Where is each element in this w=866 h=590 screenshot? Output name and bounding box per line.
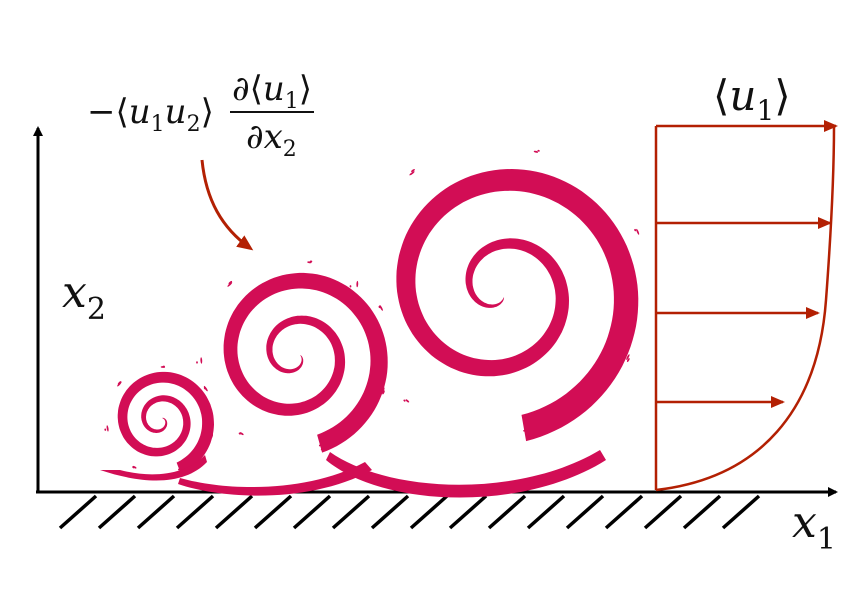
- gradient-denominator: ∂x2: [246, 117, 297, 162]
- hatch-line: [721, 494, 761, 530]
- profile-curve: [655, 125, 836, 492]
- vortex-fleck: [379, 305, 383, 311]
- vortex-fleck: [203, 387, 206, 390]
- hatch-line: [409, 494, 449, 530]
- hatch-line: [175, 494, 215, 530]
- gradient-numerator: ∂⟨u1⟩: [232, 69, 312, 114]
- hatch-line: [526, 494, 566, 530]
- vortex-spiral-icon: [117, 371, 214, 475]
- vortex-fleck: [626, 354, 630, 360]
- vortex-fleck: [178, 470, 184, 473]
- vortex-fleck: [200, 357, 203, 364]
- vortex-fleck: [196, 361, 198, 364]
- vortex-fleck: [239, 432, 244, 436]
- mean-velocity-label: ⟨u1⟩: [713, 71, 791, 127]
- vortex-fleck: [349, 285, 352, 288]
- wall-hatch-icon: [58, 494, 761, 530]
- vortex-fleck: [210, 431, 213, 439]
- vortex-fleck: [356, 280, 359, 288]
- vortex-spiral-icon: [223, 272, 388, 453]
- vortex-fleck: [636, 228, 640, 235]
- vortex-fleck: [533, 150, 539, 153]
- hatch-line: [448, 494, 488, 530]
- vortex-fleck: [178, 468, 181, 471]
- vortex-fleck: [381, 387, 385, 394]
- vortex-fleck: [523, 429, 526, 432]
- vortex-group: [100, 149, 640, 498]
- hatch-line: [292, 494, 332, 530]
- hatch-line: [604, 494, 644, 530]
- reynolds-stress-term: −⟨u1u2⟩: [87, 92, 214, 137]
- hatch-line: [214, 494, 254, 530]
- hatch-line: [682, 494, 722, 530]
- vortex-spiral-icon: [396, 169, 639, 442]
- vortex-fleck: [382, 390, 385, 395]
- vortex-fleck: [106, 425, 109, 432]
- vortex-fleck: [378, 305, 381, 309]
- vortex-fleck: [537, 149, 540, 152]
- vortex-fleck: [318, 444, 322, 447]
- hatch-line: [331, 494, 371, 530]
- vortex-fleck: [626, 358, 630, 363]
- vortex-fleck: [409, 171, 415, 176]
- vortex-fleck: [307, 261, 312, 264]
- vortex-fleck: [228, 280, 233, 285]
- vortex-tail: [100, 455, 207, 481]
- vortex-fleck: [525, 435, 531, 438]
- vortex-fleck: [160, 366, 166, 368]
- vortex-fleck: [227, 282, 233, 287]
- hatch-line: [643, 494, 683, 530]
- hatch-line: [97, 494, 137, 530]
- vortex-fleck: [117, 381, 122, 387]
- vortex-fleck: [405, 399, 410, 403]
- vortex-fleck: [104, 428, 107, 431]
- velocity-profile: [654, 120, 838, 492]
- annotation-arrow: [200, 159, 254, 251]
- vortex-tail: [326, 450, 606, 498]
- vortex-tail: [178, 462, 372, 496]
- hatch-line: [370, 494, 410, 530]
- vortex-fleck: [634, 228, 637, 232]
- vortex-fleck: [132, 465, 137, 469]
- vortex-fleck: [403, 399, 406, 402]
- production-term-annotation: −⟨u1u2⟩ ∂⟨u1⟩ ∂x2: [87, 69, 314, 251]
- hatch-line: [58, 494, 98, 530]
- hatch-line: [253, 494, 293, 530]
- vortex-fleck: [320, 448, 326, 451]
- vortex-fleck: [411, 169, 415, 172]
- hatch-line: [565, 494, 605, 530]
- hatch-line: [136, 494, 176, 530]
- x1-axis-label: x1: [792, 497, 836, 557]
- hatch-line: [487, 494, 527, 530]
- x2-axis-label: x2: [62, 267, 106, 327]
